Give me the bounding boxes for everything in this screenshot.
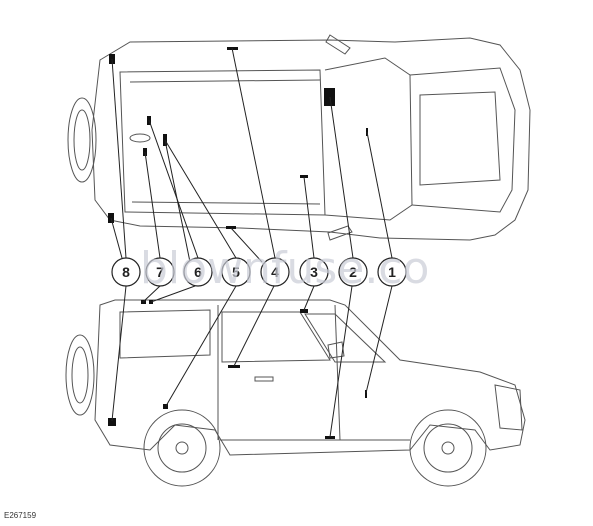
marker-side-1 bbox=[365, 390, 367, 398]
leader-6-topb bbox=[164, 139, 191, 263]
callout-2: 2 bbox=[338, 257, 368, 287]
leader-5-top bbox=[164, 139, 237, 259]
leader-2-top bbox=[329, 96, 354, 259]
marker-side-5 bbox=[163, 404, 168, 409]
callout-5-label: 5 bbox=[232, 264, 240, 280]
leader-6-side bbox=[150, 285, 196, 303]
leader-8-topb bbox=[110, 217, 123, 259]
leader-lines bbox=[110, 47, 393, 438]
marker-side-2 bbox=[325, 436, 335, 439]
callout-4-label: 4 bbox=[271, 264, 279, 280]
marker-side-8 bbox=[108, 418, 116, 426]
callout-2-label: 2 bbox=[349, 264, 357, 280]
figure-code: E267159 bbox=[4, 511, 37, 520]
vehicle-top-view bbox=[67, 34, 531, 241]
callout-7: 7 bbox=[145, 257, 175, 287]
callout-6-label: 6 bbox=[194, 264, 202, 280]
callout-3: 3 bbox=[299, 257, 329, 287]
marker-side-3 bbox=[300, 309, 308, 313]
callout-5: 5 bbox=[221, 257, 251, 287]
leader-5-side bbox=[165, 285, 237, 407]
leader-3-top bbox=[303, 176, 315, 259]
marker-top-3 bbox=[300, 175, 308, 178]
callout-3-label: 3 bbox=[310, 264, 318, 280]
callouts: 8 7 6 5 4 3 2 1 bbox=[111, 257, 407, 287]
marker-top-2 bbox=[324, 88, 335, 106]
vehicle-side-view bbox=[65, 299, 526, 487]
callout-6: 6 bbox=[183, 257, 213, 287]
callout-8: 8 bbox=[111, 257, 141, 287]
leader-7-top bbox=[144, 151, 161, 259]
leader-4-side bbox=[233, 285, 275, 367]
callout-4: 4 bbox=[260, 257, 290, 287]
leader-4-topb bbox=[230, 227, 263, 263]
marker-side-4 bbox=[228, 365, 240, 368]
leader-8-side bbox=[111, 285, 127, 422]
leader-1-top bbox=[366, 131, 393, 259]
marker-top-4b bbox=[226, 226, 236, 229]
callout-1: 1 bbox=[377, 257, 407, 287]
callout-7-label: 7 bbox=[156, 264, 164, 280]
leader-6-top bbox=[148, 119, 199, 259]
leader-3-side bbox=[303, 285, 315, 311]
leader-8-top bbox=[111, 58, 127, 259]
callout-8-label: 8 bbox=[122, 264, 130, 280]
leader-1-side bbox=[365, 285, 393, 394]
callout-1-label: 1 bbox=[388, 264, 396, 280]
leader-7-side bbox=[142, 285, 161, 303]
leader-2-side bbox=[329, 285, 353, 438]
leader-4-top bbox=[231, 47, 276, 259]
watermark-text: blownfuse.co bbox=[140, 243, 429, 294]
